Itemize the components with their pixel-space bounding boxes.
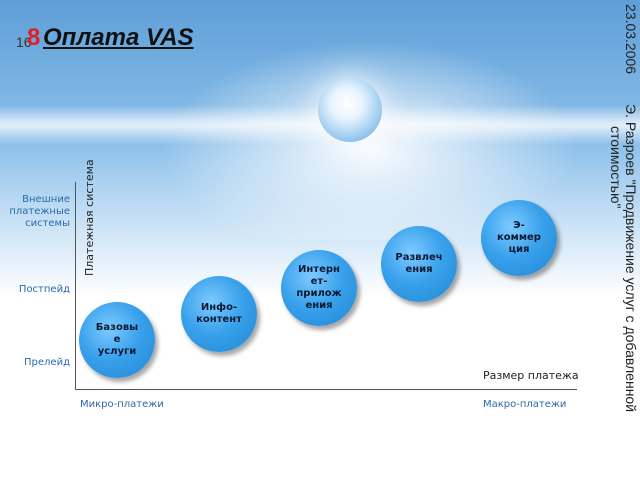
bubble-basic-services: Базовые услуги bbox=[79, 302, 155, 378]
side-author-cont: стоимостью" bbox=[608, 126, 624, 209]
bubble-info-content: Инфо-контент bbox=[181, 276, 257, 352]
y-axis-title: Платежная система bbox=[83, 159, 96, 276]
page-title: Оплата VAS bbox=[43, 24, 194, 51]
bubble-label: Инфо-контент bbox=[196, 302, 242, 325]
y-level-external: Внешние платежные системы bbox=[9, 194, 70, 229]
glowing-orb bbox=[318, 78, 382, 142]
slide-number-small: 16 bbox=[16, 34, 32, 50]
y-axis-line bbox=[75, 182, 76, 390]
x-level-macro: Макро-платежи bbox=[483, 399, 567, 410]
y-level-postpaid: Постпейд bbox=[18, 284, 70, 295]
y-level-prepaid: Прелейд bbox=[24, 357, 70, 368]
bubble-label: Базовые услуги bbox=[95, 322, 139, 357]
slide-number-big: 8 bbox=[27, 24, 41, 51]
bubble-internet-apps: Интернет-приложения bbox=[281, 250, 357, 326]
x-level-micro: Микро-платежи bbox=[80, 399, 164, 410]
bubble-label: Развлечения bbox=[395, 252, 443, 275]
bubble-entertainment: Развлечения bbox=[381, 226, 457, 302]
x-axis-title: Размер платежа bbox=[483, 369, 579, 382]
side-date: 23.03.2006 bbox=[623, 4, 639, 75]
bubble-ecommerce: Э-коммерция bbox=[481, 200, 557, 276]
side-author: Э. Разроев "Продвижение услуг с добавлен… bbox=[623, 104, 639, 413]
bubble-label: Интернет-приложения bbox=[296, 264, 342, 311]
bubble-label: Э-коммерция bbox=[497, 220, 541, 255]
side-caption: 23.03.2006 Э. Разроев "Продвижение услуг… bbox=[598, 4, 639, 474]
x-axis-line bbox=[75, 389, 577, 390]
